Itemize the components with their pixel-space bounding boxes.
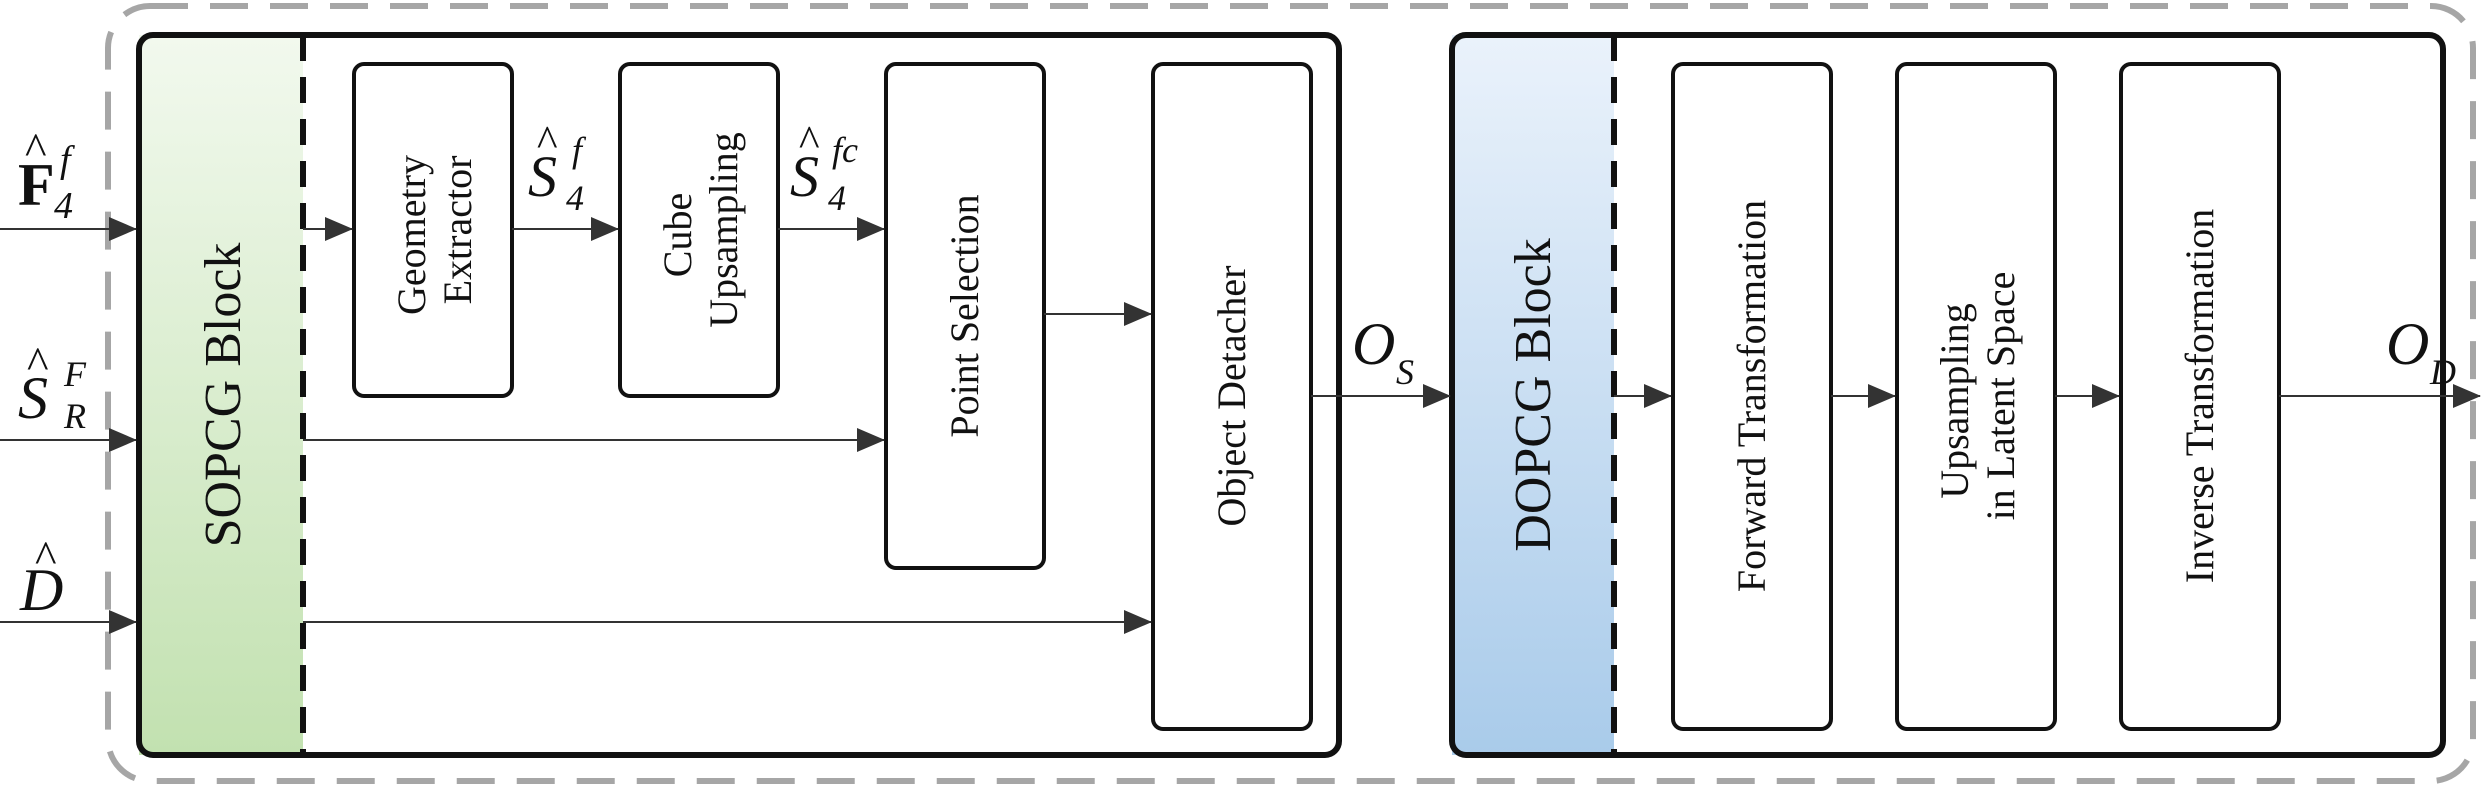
- svg-text:^: ^: [536, 117, 557, 166]
- outer-dashed-container: [105, 3, 2476, 784]
- svg-text:4: 4: [566, 178, 584, 218]
- object-detacher-label: Object Detacher: [1209, 266, 1254, 527]
- geometry-extractor-line2: Extractor: [435, 156, 480, 305]
- upsampling-latent-line1: Upsampling: [1932, 303, 1977, 499]
- label-od: O D: [2386, 311, 2456, 392]
- svg-text:S: S: [1396, 352, 1414, 392]
- sopcg-block: SOPCG Block: [136, 32, 1342, 758]
- inverse-transformation-box: Inverse Transformation: [2119, 62, 2281, 731]
- connections: [0, 217, 2481, 634]
- cube-upsampling-line1: Cube: [655, 193, 700, 277]
- svg-text:4: 4: [54, 185, 73, 227]
- label-d: D ^: [19, 531, 63, 623]
- svg-text:F: F: [18, 152, 55, 218]
- object-detacher-box: Object Detacher: [1151, 62, 1313, 731]
- svg-text:Cube Upsampling: Cube Upsampling: [655, 132, 746, 328]
- inverse-transformation-label: Inverse Transformation: [2177, 209, 2222, 583]
- dopcg-gradient-fill: [1452, 35, 1614, 755]
- point-selection-label: Point Selection: [942, 194, 987, 437]
- cube-upsampling-box: Cube Upsampling: [618, 62, 780, 398]
- svg-text:R: R: [63, 396, 86, 436]
- label-srf: S ^ F R: [18, 337, 87, 436]
- label-os: O S: [1352, 311, 1414, 392]
- svg-text:O: O: [2386, 311, 2429, 377]
- svg-text:S: S: [528, 144, 557, 209]
- label-f4f: F ^ f 4: [18, 123, 75, 227]
- svg-text:D: D: [2429, 352, 2456, 392]
- svg-text:S: S: [18, 365, 48, 431]
- svg-text:Upsampling in Latent Spa: Upsampling in Latent Space: [1932, 272, 2023, 521]
- svg-text:O: O: [1352, 311, 1395, 377]
- forward-transformation-label: Forward Transformation: [1729, 200, 1774, 592]
- forward-transformation-box: Forward Transformation: [1671, 62, 1833, 731]
- dopcg-title: DOPCG Block: [1505, 238, 1562, 551]
- sopcg-gradient-fill: [139, 35, 303, 755]
- sopcg-title: SOPCG Block: [195, 243, 252, 548]
- svg-text:4: 4: [828, 178, 846, 218]
- svg-text:^: ^: [34, 531, 56, 582]
- cube-upsampling-line2: Upsampling: [701, 132, 746, 328]
- label-s4f: S ^ f 4: [528, 117, 587, 218]
- geometry-extractor-line1: Geometry: [389, 155, 434, 315]
- point-selection-box: Point Selection: [884, 62, 1046, 570]
- upsampling-latent-line2: in Latent Space: [1978, 272, 2023, 521]
- svg-text:D: D: [19, 557, 63, 623]
- svg-text:^: ^: [26, 337, 48, 388]
- label-s4fc: S ^ fc 4: [790, 117, 858, 218]
- dopcg-block: DOPCG Block: [1449, 32, 2446, 758]
- upsampling-latent-box: Upsampling in Latent Space: [1895, 62, 2057, 731]
- svg-text:S: S: [790, 144, 819, 209]
- geometry-extractor-box: Geometry Extractor: [352, 62, 514, 398]
- svg-text:fc: fc: [832, 130, 858, 170]
- svg-text:^: ^: [24, 123, 46, 174]
- svg-text:^: ^: [798, 117, 819, 166]
- svg-text:f: f: [572, 130, 587, 170]
- svg-text:Geometry Extractor: Geometry Extractor: [389, 145, 480, 315]
- svg-text:F: F: [63, 354, 87, 394]
- svg-text:f: f: [60, 139, 75, 181]
